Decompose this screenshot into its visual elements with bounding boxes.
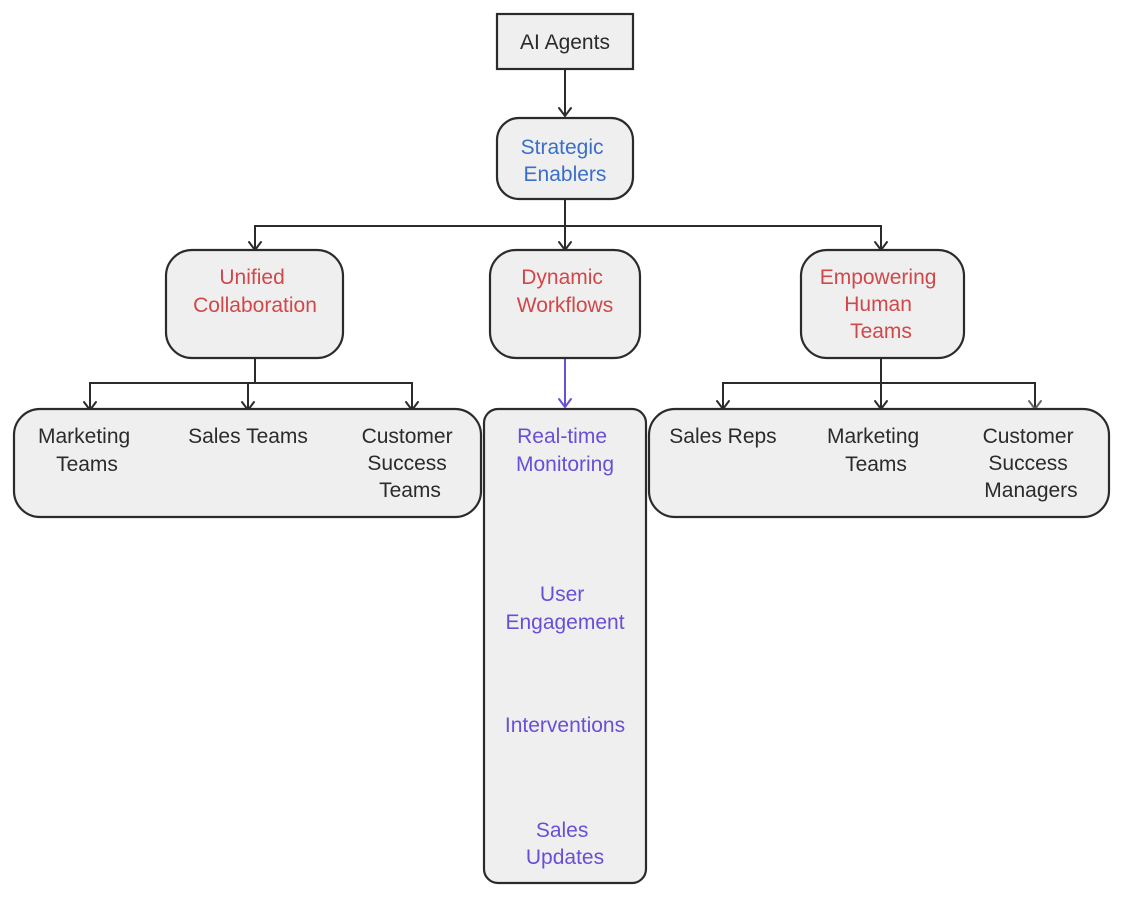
category-label-unified-collaboration: Unified Collaboration xyxy=(193,266,317,317)
category-label-empowering-human-teams: Empowering Human Teams xyxy=(820,266,943,343)
leaf-label-sales-teams: Sales Teams xyxy=(188,425,308,448)
step-label-sales-updates: Sales Updates xyxy=(526,819,604,869)
connector-hub-to-unified xyxy=(254,198,566,250)
connector-unified-to-customer xyxy=(255,382,413,409)
arrowhead-hub xyxy=(558,107,572,117)
leaf-label-sales-reps: Sales Reps xyxy=(669,425,776,448)
connector-hub-to-empowering xyxy=(565,225,882,250)
hub-label: Strategic Enablers xyxy=(521,136,610,186)
step-label-realtime-monitoring: Real-time Monitoring xyxy=(516,425,614,476)
leaf-label-marketing-teams: Marketing Teams xyxy=(38,425,136,476)
category-box-unified-collaboration xyxy=(164,248,345,360)
category-box-empowering-human-teams xyxy=(799,248,966,360)
leaf-label-customer-success-managers: Customer Success Managers xyxy=(983,425,1080,502)
connector-unified-to-sales xyxy=(247,382,255,409)
leaf-label-marketing-teams-2: Marketing Teams xyxy=(827,425,925,476)
connector-empowering-to-managers xyxy=(881,382,1036,408)
group-box-dynamic-steps xyxy=(482,407,648,885)
step-label-interventions: Interventions xyxy=(505,714,625,737)
category-box-dynamic-workflows xyxy=(488,248,642,360)
hub-box xyxy=(495,116,635,201)
root-box xyxy=(495,12,635,71)
connector-empowering-to-reps xyxy=(722,358,882,408)
group-box-unified-children xyxy=(12,407,483,519)
group-box-empowering-children xyxy=(647,407,1111,519)
leaf-label-customer-success-teams: Customer Success Teams xyxy=(362,425,459,502)
root-label: AI Agents xyxy=(520,31,610,54)
connector-unified-to-marketing xyxy=(89,352,256,409)
category-label-dynamic-workflows: Dynamic Workflows xyxy=(517,266,613,317)
arrowhead-realtime-monitoring xyxy=(558,398,572,408)
step-label-user-engagement: User Engagement xyxy=(505,583,624,634)
